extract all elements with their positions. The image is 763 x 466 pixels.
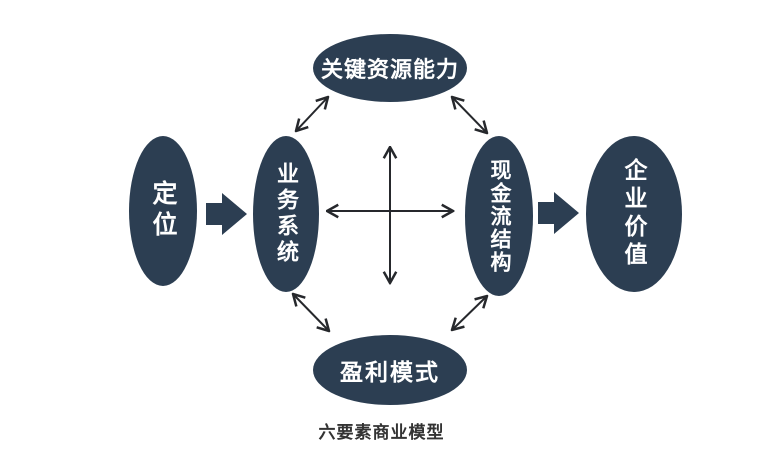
node-positioning: 定位: [129, 136, 197, 286]
block-arrow-positioning-to-business-icon: [206, 193, 247, 235]
node-positioning-label: 定位: [149, 180, 177, 242]
arrow-business-keyresources-icon: [296, 97, 328, 131]
node-key-resources-label: 关键资源能力: [320, 57, 459, 82]
node-cash-flow-label: 现金流结构: [488, 158, 511, 274]
node-business-system: 业务系统: [253, 136, 319, 292]
node-cash-flow: 现金流结构: [465, 136, 533, 296]
arrow-keyresources-cashflow-icon: [452, 97, 487, 133]
node-enterprise-value: 企业价值: [586, 136, 682, 292]
node-key-resources: 关键资源能力: [313, 34, 467, 102]
node-enterprise-value-label: 企业价值: [621, 158, 647, 270]
arrow-profitmodel-cashflow-icon: [452, 296, 487, 330]
node-profit-model: 盈利模式: [313, 335, 467, 405]
node-business-system-label: 业务系统: [274, 162, 299, 266]
diagram-caption: 六要素商业模型: [318, 423, 445, 442]
block-arrow-cashflow-to-value-icon: [538, 192, 579, 234]
arrow-business-profitmodel-icon: [293, 294, 329, 331]
node-profit-model-label: 盈利模式: [340, 359, 440, 385]
